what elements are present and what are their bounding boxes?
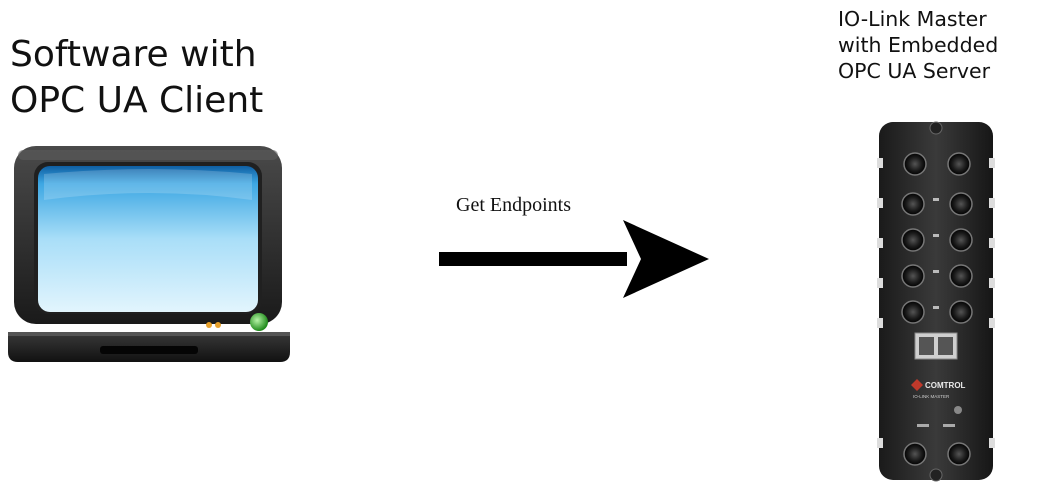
io-link-master-device-icon: COMTROL IO-LINK MASTER <box>877 121 995 482</box>
get-endpoints-label: Get Endpoints <box>456 194 571 216</box>
server-title: IO-Link Master with Embedded OPC UA Serv… <box>838 6 1043 84</box>
server-title-line-2: with Embedded <box>838 33 999 57</box>
server-title-line-3: OPC UA Server <box>838 59 991 83</box>
device-brand-text: COMTROL <box>925 381 966 390</box>
client-title-line-1: Software with <box>10 34 257 75</box>
server-title-line-1: IO-Link Master <box>838 7 987 31</box>
client-title-line-2: OPC UA Client <box>10 80 264 121</box>
device-model-text: IO-LINK MASTER <box>913 394 950 399</box>
arrow-right-icon <box>439 220 709 298</box>
laptop-icon <box>8 146 290 362</box>
client-title: Software with OPC UA Client <box>10 32 340 124</box>
